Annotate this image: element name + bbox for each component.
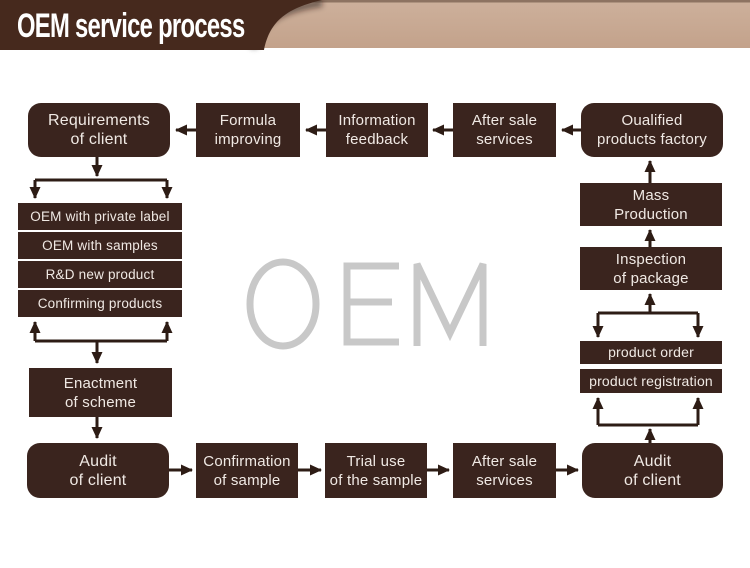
node-label-line1: Requirements: [47, 112, 150, 129]
node-audit-of-client-left: Audit of client: [27, 443, 169, 498]
node-label-line1: After sale: [471, 452, 538, 470]
node-label-line2: of scheme: [65, 393, 136, 411]
node-label-line2: services: [476, 471, 533, 489]
node-label-line2: of client: [624, 471, 681, 489]
node-label-line1: After sale: [471, 112, 538, 129]
node-label: product registration: [589, 372, 713, 389]
node-rd-new-product: R&D new product: [18, 261, 182, 288]
node-label-line1: Inspection: [615, 250, 687, 268]
node-information-feedback: Information feedback: [326, 103, 428, 157]
node-label-line2: feedback: [345, 131, 409, 148]
page-title: OEM service process: [17, 7, 245, 45]
node-label-line1: Audit: [633, 452, 672, 470]
node-label-line1: Audit: [79, 452, 117, 470]
node-trial-use-of-sample: Trial use of the sample: [325, 443, 427, 498]
node-confirmation-of-sample: Confirmation of sample: [196, 443, 298, 498]
node-label-line2: products factory: [597, 131, 707, 148]
node-label-line2: of the sample: [329, 471, 423, 489]
node-enactment-of-scheme: Enactment of scheme: [29, 368, 172, 417]
node-label-line2: of sample: [213, 471, 281, 489]
node-mass-production: Mass Production: [580, 183, 722, 226]
node-formula-improving: Formula improving: [196, 103, 300, 157]
node-label-line1: Formula: [219, 112, 277, 129]
node-label-line1: Information: [338, 112, 416, 129]
node-label: R&D new product: [45, 267, 155, 282]
node-audit-of-client-right: Audit of client: [582, 443, 723, 498]
node-label-line1: Confirmation: [203, 452, 291, 470]
node-after-sale-services-bottom: After sale services: [453, 443, 556, 498]
node-label-line1: Oualified: [621, 112, 683, 129]
node-label: OEM with samples: [42, 238, 158, 253]
header-banner: OEM service process: [0, 0, 750, 55]
node-label-line2: of client: [69, 471, 127, 489]
node-oem-with-samples: OEM with samples: [18, 232, 182, 259]
node-product-order: product order: [580, 341, 722, 364]
node-label-line2: Production: [614, 205, 688, 223]
node-label-line1: Trial use: [346, 452, 406, 470]
node-label: product order: [608, 344, 694, 360]
node-confirming-products: Confirming products: [18, 290, 182, 317]
node-label-line1: Mass: [632, 186, 670, 204]
node-product-registration: product registration: [580, 369, 722, 393]
node-label: Confirming products: [37, 296, 163, 311]
node-label-line2: of package: [613, 269, 689, 287]
node-label-line2: services: [476, 131, 533, 148]
node-label-line1: Enactment: [63, 374, 138, 392]
node-inspection-of-package: Inspection of package: [580, 247, 722, 290]
node-requirements-of-client: Requirements of client: [28, 103, 170, 157]
node-after-sale-services-top: After sale services: [453, 103, 556, 157]
node-oem-with-private-label: OEM with private label: [18, 203, 182, 230]
header-ribbon-graphic: [0, 0, 750, 50]
node-qualified-products-factory: Oualified products factory: [581, 103, 723, 157]
node-label-line2: improving: [214, 131, 282, 148]
node-label: OEM with private label: [30, 209, 170, 224]
node-label-line2: of client: [70, 131, 128, 148]
